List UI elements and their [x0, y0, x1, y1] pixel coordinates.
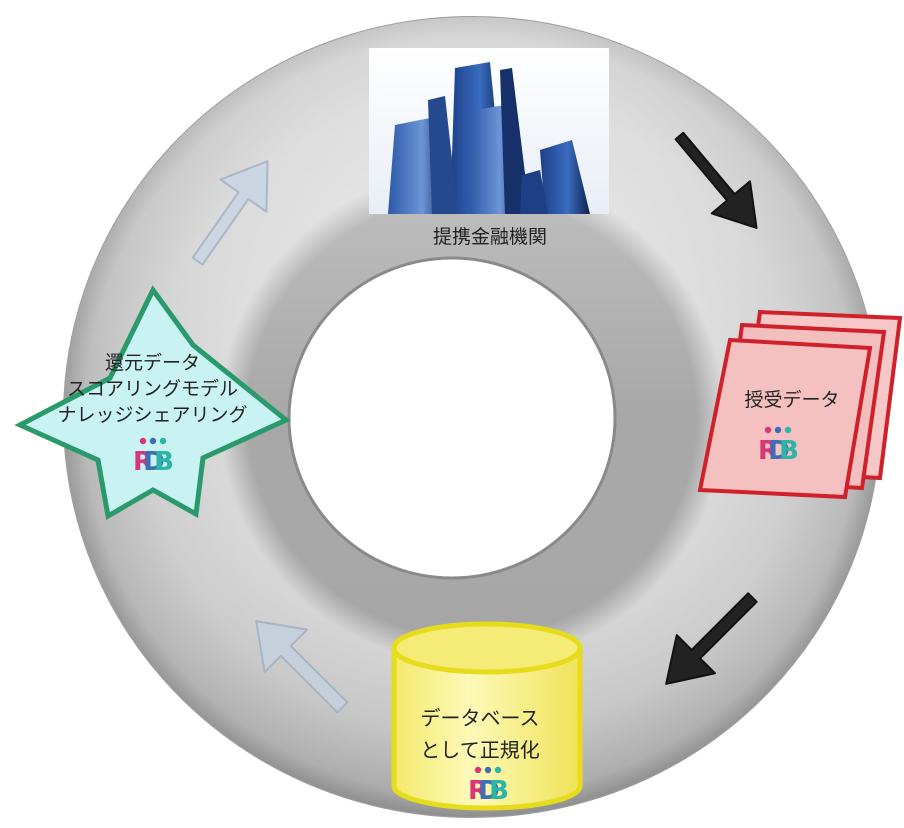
institution-label: 提携金融機関 [432, 226, 547, 248]
arrow-bottom-left [255, 620, 349, 714]
arrow-top-right [674, 131, 758, 229]
exchange-data-label: 授受データ [744, 389, 840, 411]
return-data-label-line-2: スコアリングモデル [66, 378, 238, 400]
database-cylinder [391, 621, 583, 811]
cycle-ring [62, 16, 881, 818]
return-data-label-line-1: 還元データ [104, 352, 200, 374]
return-data-star [14, 285, 291, 520]
database-label: データベース として正規化 [380, 702, 580, 766]
arrow-bottom-right [665, 592, 758, 685]
database-label-line-1: データベース [420, 706, 540, 730]
arrow-top-left [191, 160, 269, 266]
office-buildings-photo [369, 48, 609, 214]
return-data-label-line-3: ナレッジシェアリング [57, 404, 248, 426]
exchange-data-documents [697, 309, 903, 500]
return-data-label: 還元データ スコアリングモデル ナレッジシェアリング [10, 350, 295, 428]
database-label-line-2: として正規化 [420, 738, 540, 762]
